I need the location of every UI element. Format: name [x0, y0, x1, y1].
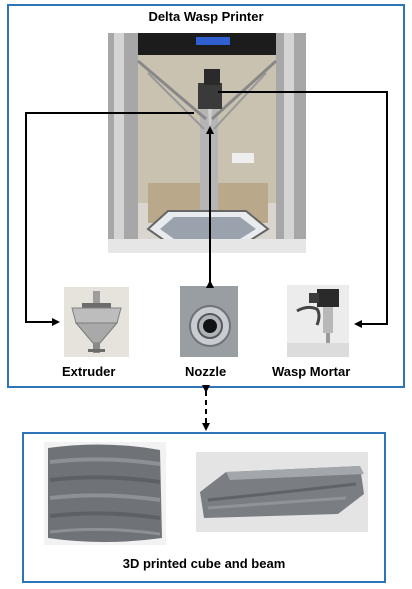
- printed-beam-photo: [196, 452, 368, 532]
- arrow-head-to-mortar: [218, 91, 388, 328]
- extruder-label: Extruder: [62, 364, 116, 379]
- wasp-mortar-photo: [287, 285, 349, 357]
- printed-cube-photo: [44, 442, 166, 545]
- arrow-head-to-extruder: [25, 112, 194, 326]
- printer-title: Delta Wasp Printer: [148, 9, 264, 24]
- printed-samples-frame: [22, 432, 386, 583]
- nozzle-label: Nozzle: [185, 364, 227, 379]
- printed-samples-caption: 3D printed cube and beam: [122, 556, 286, 571]
- nozzle-photo: [180, 286, 238, 357]
- wasp-mortar-label: Wasp Mortar: [272, 364, 351, 379]
- extruder-photo: [64, 287, 129, 357]
